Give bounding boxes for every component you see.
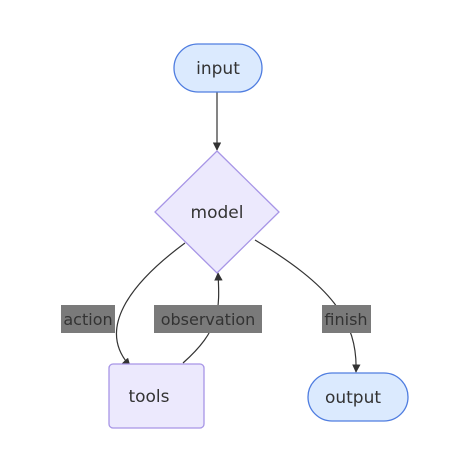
node-output-label: output <box>325 388 381 408</box>
edge-label-observation-bg <box>154 305 262 333</box>
edge-label-finish-text: finish <box>324 310 367 329</box>
node-model[interactable]: model <box>154 150 280 274</box>
edge-label-finish: finish <box>322 305 371 333</box>
edge-action <box>115 242 186 367</box>
node-output-shape <box>307 372 409 422</box>
node-tools[interactable]: tools <box>108 363 205 429</box>
node-input-label: input <box>196 59 240 79</box>
edge-label-observation: observation <box>154 305 262 333</box>
node-tools-shape <box>108 363 205 429</box>
edge-finish <box>254 239 361 373</box>
node-model-label: model <box>191 203 244 223</box>
edge-label-action-text: action <box>63 310 112 329</box>
node-input-shape <box>173 43 263 93</box>
edge-label-finish-bg <box>322 305 371 333</box>
edge-label-action: action <box>61 305 115 333</box>
node-tools-label: tools <box>128 387 169 407</box>
node-input[interactable]: input <box>173 43 263 93</box>
edge-label-observation-text: observation <box>161 310 256 329</box>
node-model-shape <box>154 150 280 274</box>
edge-label-action-bg <box>61 305 115 333</box>
node-output[interactable]: output <box>307 372 409 422</box>
